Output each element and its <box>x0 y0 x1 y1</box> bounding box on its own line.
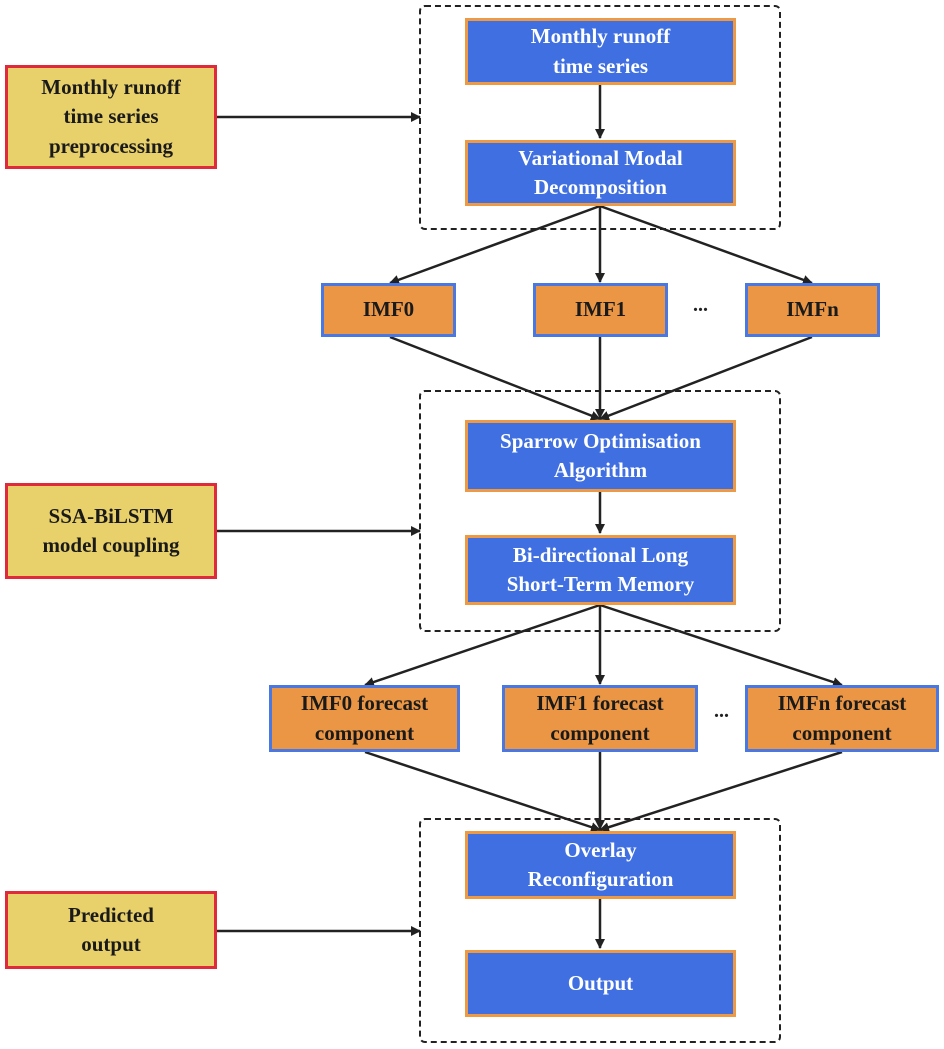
arrow-imfn-to-ssa <box>599 335 813 421</box>
group-model-frame <box>419 390 781 632</box>
imfn-forecast-box: IMFn forecast component <box>745 685 939 752</box>
arrow-fn-to-overlay <box>599 750 843 832</box>
predicted-label: Predicted output <box>5 891 217 969</box>
bilstm-box: Bi-directional Long Short-Term Memory <box>465 535 736 605</box>
output-box: Output <box>465 950 736 1017</box>
arrow-vmd-to-imf0 <box>389 204 601 285</box>
ssa-box: Sparrow Optimisation Algorithm <box>465 420 736 492</box>
arrow-vmd-to-imfn <box>599 204 813 285</box>
group-output-frame <box>419 818 781 1043</box>
forecast-ellipsis: ... <box>714 700 729 722</box>
imf0-box: IMF0 <box>321 283 456 337</box>
arrow-imf0-to-ssa <box>389 335 601 421</box>
group-preprocessing-frame <box>419 5 781 230</box>
overlay-box: Overlay Reconfiguration <box>465 831 736 899</box>
preprocessing-label: Monthly runoff time series preprocessing <box>5 65 217 169</box>
arrow-f0-to-overlay <box>364 750 601 832</box>
runoff-input-box: Monthly runoff time series <box>465 18 736 85</box>
imf1-forecast-box: IMF1 forecast component <box>502 685 698 752</box>
arrow-bilstm-to-fn <box>599 603 843 687</box>
imf-ellipsis: ... <box>693 294 708 316</box>
vmd-box: Variational Modal Decomposition <box>465 140 736 206</box>
imf0-forecast-box: IMF0 forecast component <box>269 685 460 752</box>
imfn-box: IMFn <box>745 283 880 337</box>
arrow-bilstm-to-f0 <box>364 603 601 687</box>
imf1-box: IMF1 <box>533 283 668 337</box>
coupling-label: SSA-BiLSTM model coupling <box>5 483 217 579</box>
